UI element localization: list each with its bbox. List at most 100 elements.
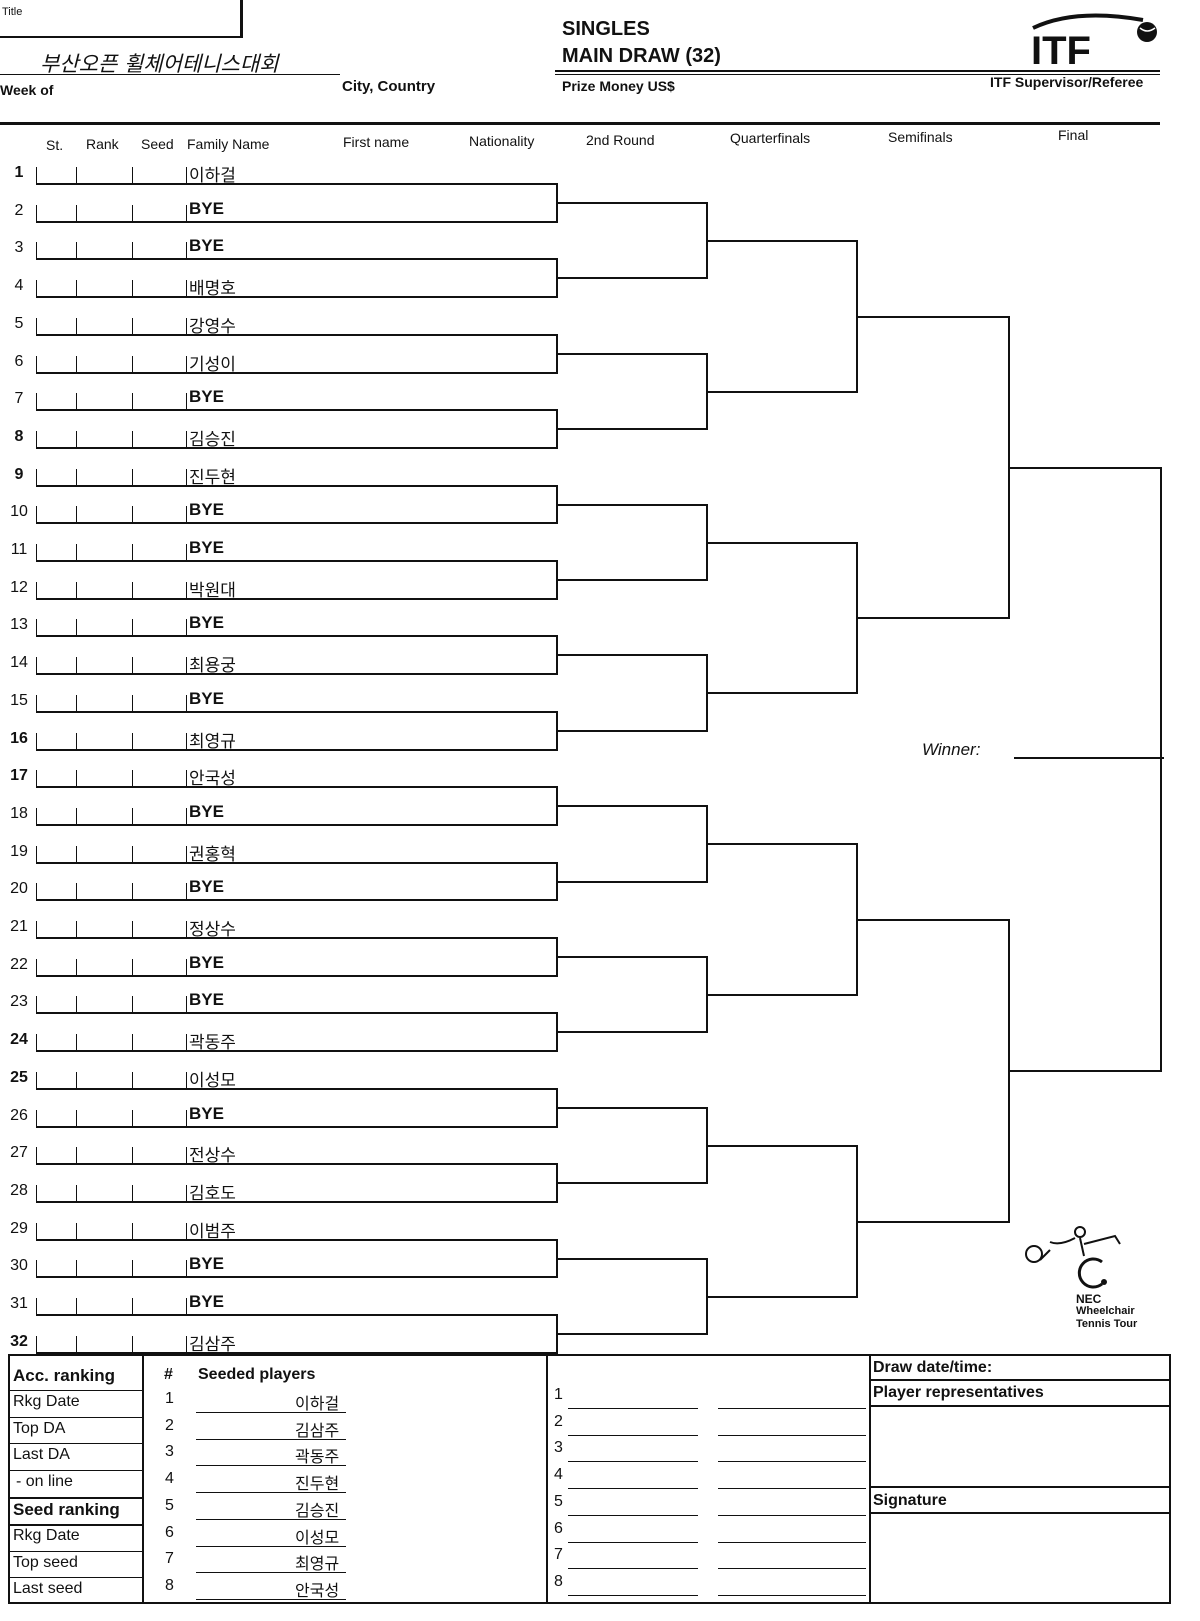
draw-row-tick xyxy=(36,318,37,335)
top-seed-label: Top seed xyxy=(13,1553,78,1571)
draw-row-tick xyxy=(76,167,77,184)
header-underline-left xyxy=(0,74,340,75)
draw-row-tick xyxy=(36,1147,37,1164)
player-family-name: 강영수 xyxy=(189,317,236,336)
draw-row-tick xyxy=(76,996,77,1013)
quarterfinal-bracket-line xyxy=(706,542,856,544)
bye-slot: BYE xyxy=(189,500,224,519)
header-rule xyxy=(555,70,1160,72)
draw-position-number: 2 xyxy=(14,202,24,219)
draw-row-tick xyxy=(36,883,37,900)
draw-row-line xyxy=(36,485,556,487)
footer-table-mid xyxy=(546,1354,871,1604)
draw-row-tick xyxy=(36,1336,37,1353)
numbered-slot-number: 5 xyxy=(554,1492,563,1510)
footer-label-rule xyxy=(8,1523,143,1526)
draw-row-tick xyxy=(76,1034,77,1051)
draw-row-tick xyxy=(36,242,37,259)
final-bracket-line xyxy=(1008,467,1160,469)
seeded-player-rule xyxy=(196,1545,346,1547)
draw-row-tick xyxy=(132,544,133,561)
seeded-player-rule xyxy=(196,1572,346,1574)
draw-row-line xyxy=(36,1352,556,1354)
round2-bracket-line xyxy=(556,1333,706,1335)
draw-row-line xyxy=(36,635,556,637)
quarterfinal-bracket-line xyxy=(706,240,856,242)
footer-label-rule xyxy=(8,1443,143,1445)
draw-position-number: 14 xyxy=(10,654,28,671)
draw-position-number: 7 xyxy=(14,390,24,407)
draw-row-tick xyxy=(132,582,133,599)
draw-row-tick xyxy=(186,959,187,976)
draw-position-number: 9 xyxy=(14,466,24,483)
seed-number: 4 xyxy=(165,1470,174,1488)
supervisor-label: ITF Supervisor/Referee xyxy=(990,74,1144,90)
player-family-name: 기성이 xyxy=(189,355,236,374)
draw-position-number: 19 xyxy=(10,843,28,860)
sponsor-line3: Tennis Tour xyxy=(1076,1318,1138,1330)
sponsor-line1: NEC xyxy=(1076,1292,1102,1306)
draw-row-tick xyxy=(186,356,187,373)
numbered-slot-number: 1 xyxy=(554,1386,563,1403)
draw-row-tick xyxy=(76,205,77,222)
draw-row-tick xyxy=(132,1072,133,1089)
draw-position-number: 24 xyxy=(10,1031,28,1048)
draw-row-tick xyxy=(186,996,187,1013)
draw-row-line xyxy=(36,183,556,185)
draw-row-tick xyxy=(132,205,133,222)
player-reps-rule xyxy=(869,1405,1171,1407)
footer-table-right xyxy=(869,1354,1171,1604)
bye-slot: BYE xyxy=(189,387,224,406)
numbered-slot-rule xyxy=(718,1568,866,1570)
draw-position-number: 29 xyxy=(10,1220,28,1237)
draw-row-tick xyxy=(76,695,77,712)
title-field-box xyxy=(0,0,243,38)
numbered-slot-number: 6 xyxy=(554,1519,563,1537)
seeded-player-rule xyxy=(196,1492,346,1494)
draw-row-tick xyxy=(186,1072,187,1089)
itf-logo-text: ITF xyxy=(1031,29,1091,68)
rkg-date-label: Rkg Date xyxy=(13,1392,80,1410)
draw-position-number: 26 xyxy=(10,1107,28,1124)
footer-divider-labels xyxy=(142,1354,144,1604)
draw-row-line xyxy=(36,334,556,336)
winner-label: Winner: xyxy=(922,740,981,759)
draw-row-tick xyxy=(76,921,77,938)
draw-row-tick xyxy=(36,431,37,448)
player-family-name: 배명호 xyxy=(189,279,236,298)
draw-row-tick xyxy=(132,280,133,297)
bye-slot: BYE xyxy=(189,877,224,896)
draw-type-line1: SINGLES xyxy=(562,18,650,40)
draw-row-line xyxy=(36,1050,556,1052)
footer-label-rule xyxy=(8,1550,143,1552)
player-family-name: 권홍혁 xyxy=(189,845,236,864)
draw-row-line xyxy=(36,673,556,675)
draw-position-number: 25 xyxy=(10,1069,28,1086)
semifinal-bracket-line xyxy=(856,316,1008,318)
draw-row-tick xyxy=(36,582,37,599)
draw-row-tick xyxy=(76,506,77,523)
draw-row-tick xyxy=(186,318,187,335)
player-family-name: 박원대 xyxy=(189,581,236,600)
draw-row-tick xyxy=(76,619,77,636)
seeded-player-name: 이하걸 xyxy=(295,1396,340,1413)
rkg-date-2-label: Rkg Date xyxy=(13,1526,80,1544)
seed-number: 2 xyxy=(165,1416,174,1434)
draw-row-tick xyxy=(132,1260,133,1277)
header-bottom-rule xyxy=(0,122,1160,125)
draw-row-line xyxy=(36,447,556,449)
draw-row-tick xyxy=(186,657,187,674)
draw-row-line xyxy=(36,1012,556,1014)
draw-row-line xyxy=(36,711,556,713)
draw-row-tick xyxy=(132,506,133,523)
quarterfinal-bracket-line xyxy=(706,994,856,996)
quarterfinal-bracket-line xyxy=(706,1145,856,1147)
player-family-name: 이범주 xyxy=(189,1222,236,1241)
week-of-label: Week of xyxy=(0,82,54,98)
draw-row-tick xyxy=(132,959,133,976)
draw-row-tick xyxy=(186,846,187,863)
city-country-label: City, Country xyxy=(342,78,436,95)
acc-ranking-label: Acc. ranking xyxy=(13,1366,116,1385)
draw-position-number: 32 xyxy=(10,1333,28,1350)
draw-row-tick xyxy=(76,1185,77,1202)
